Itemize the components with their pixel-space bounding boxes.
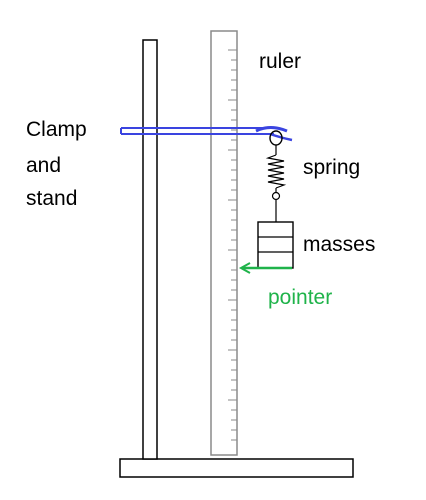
ruler: [210, 30, 238, 456]
clamp-label-line2: and: [26, 154, 62, 177]
spring: [265, 130, 287, 222]
ruler-tick-marks: [228, 49, 237, 441]
masses-stack: [257, 221, 294, 269]
clamp-label-line1: Clamp: [26, 118, 87, 141]
masses-label: masses: [303, 233, 376, 256]
spring-label: spring: [303, 156, 361, 179]
pointer-label: pointer: [268, 286, 333, 309]
stand-base: [119, 458, 354, 478]
clamp-label-line3: stand: [26, 187, 78, 210]
stand-rod: [142, 39, 158, 460]
pointer-arrow: [238, 262, 292, 274]
clamp-arm: [120, 126, 293, 142]
ruler-label: ruler: [259, 50, 302, 73]
